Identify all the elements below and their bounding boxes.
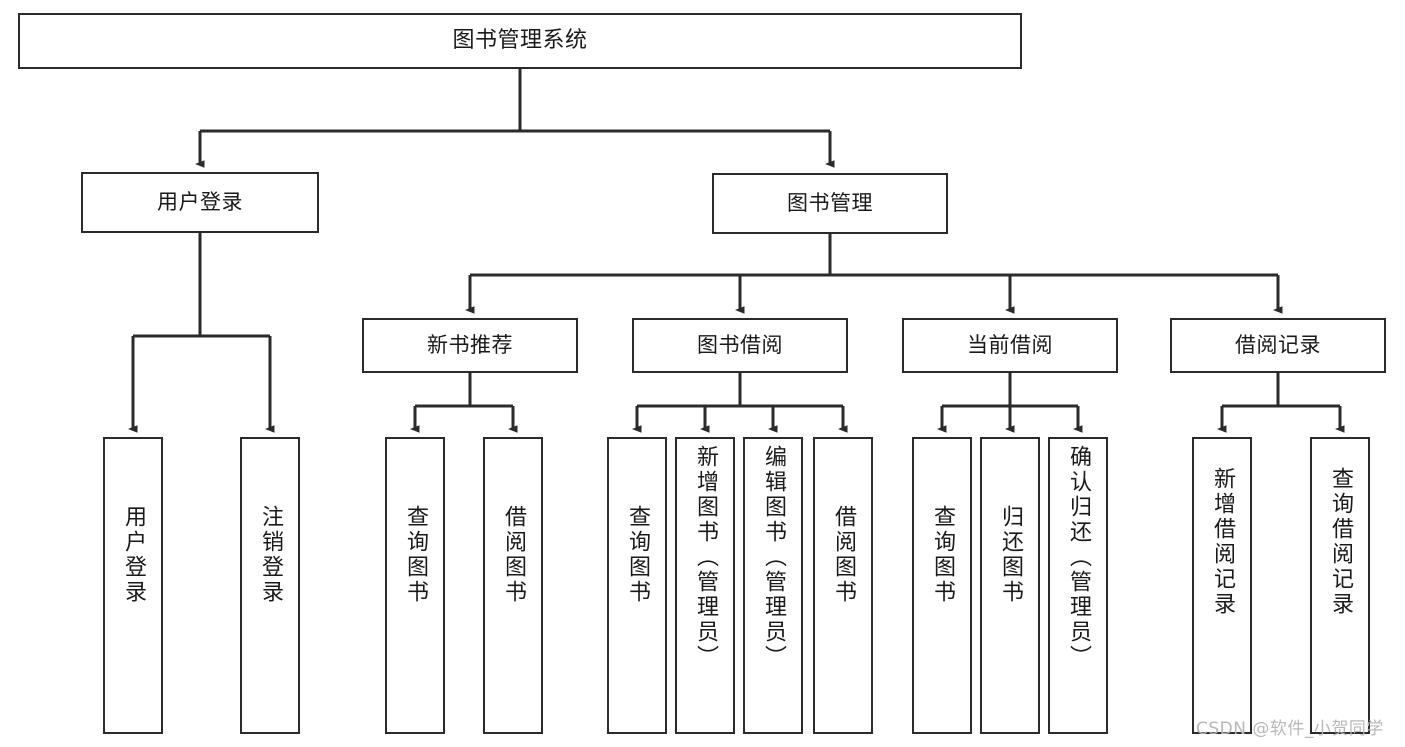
- node-label: 新增图书（管理员）: [693, 445, 718, 670]
- node-leaf-query-book-2[interactable]: 查询图书: [607, 437, 667, 734]
- node-leaf-edit-book[interactable]: 编辑图书（管理员）: [743, 437, 803, 734]
- node-label: 新书推荐: [427, 332, 513, 357]
- node-borrow-record[interactable]: 借阅记录: [1170, 318, 1386, 373]
- watermark-text: CSDN @软件_小贺同学: [1196, 719, 1384, 739]
- node-leaf-user-login[interactable]: 用户登录: [103, 437, 163, 734]
- node-label: 确认归还（管理员）: [1066, 445, 1091, 670]
- node-label: 用户登录: [121, 505, 146, 605]
- node-leaf-confirm-return[interactable]: 确认归还（管理员）: [1048, 437, 1108, 734]
- node-label: 查询图书: [625, 505, 650, 605]
- node-label: 借阅记录: [1235, 332, 1321, 357]
- node-label: 编辑图书（管理员）: [761, 445, 786, 670]
- node-label: 图书管理系统: [452, 27, 588, 53]
- node-label: 用户登录: [157, 189, 243, 214]
- node-label: 图书管理: [787, 190, 873, 215]
- node-leaf-borrow-book-1[interactable]: 借阅图书: [483, 437, 543, 734]
- node-label: 查询借阅记录: [1328, 467, 1353, 617]
- node-label: 图书借阅: [697, 332, 783, 357]
- node-leaf-borrow-book-2[interactable]: 借阅图书: [813, 437, 873, 734]
- node-leaf-query-borrow-record[interactable]: 查询借阅记录: [1310, 437, 1370, 734]
- node-label: 查询图书: [930, 505, 955, 605]
- node-label: 归还图书: [998, 505, 1023, 605]
- node-label: 查询图书: [403, 505, 428, 605]
- node-leaf-return-book[interactable]: 归还图书: [980, 437, 1040, 734]
- node-book-management[interactable]: 图书管理: [712, 173, 948, 234]
- node-leaf-logout-login[interactable]: 注销登录: [240, 437, 300, 734]
- node-label: 注销登录: [258, 505, 283, 605]
- node-leaf-add-book[interactable]: 新增图书（管理员）: [675, 437, 735, 734]
- node-user-login[interactable]: 用户登录: [81, 172, 319, 233]
- node-leaf-query-book-1[interactable]: 查询图书: [385, 437, 445, 734]
- node-book-borrow[interactable]: 图书借阅: [632, 318, 848, 373]
- node-label: 新增借阅记录: [1210, 467, 1235, 617]
- node-label: 借阅图书: [831, 505, 856, 605]
- node-leaf-add-borrow-record[interactable]: 新增借阅记录: [1192, 437, 1252, 734]
- node-current-borrow[interactable]: 当前借阅: [902, 318, 1118, 373]
- node-new-book-recommend[interactable]: 新书推荐: [362, 318, 578, 373]
- node-leaf-query-book-3[interactable]: 查询图书: [912, 437, 972, 734]
- node-root-system[interactable]: 图书管理系统: [18, 13, 1022, 69]
- node-label: 当前借阅: [967, 332, 1053, 357]
- node-label: 借阅图书: [501, 505, 526, 605]
